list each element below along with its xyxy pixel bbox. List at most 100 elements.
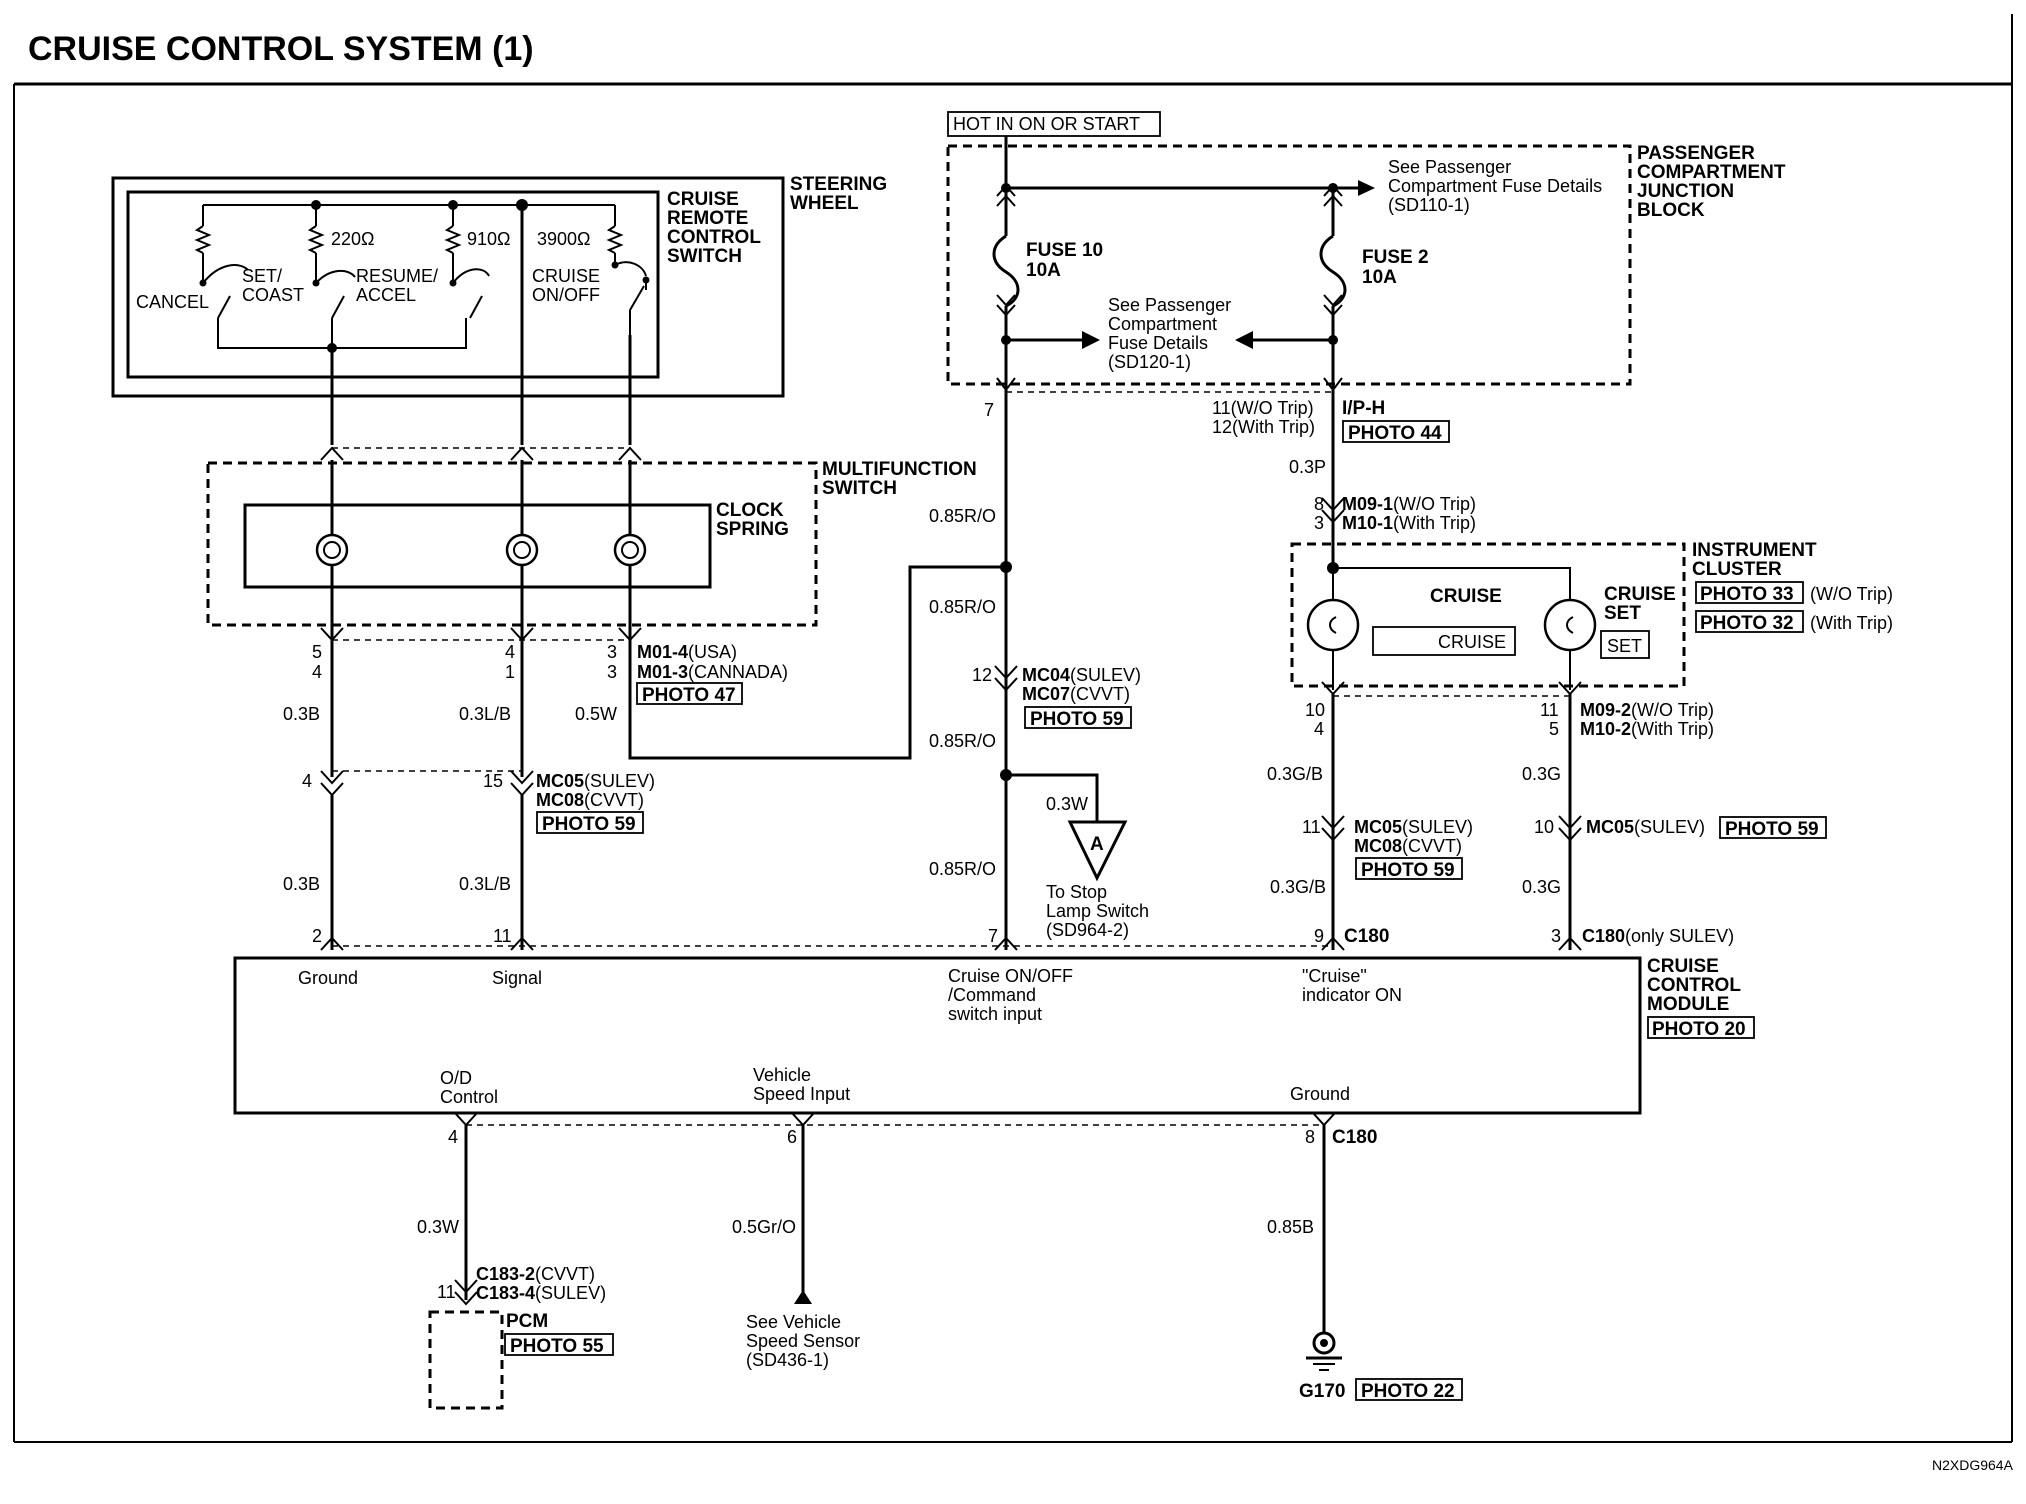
- cluster-label-2: CLUSTER: [1692, 559, 1782, 580]
- steering-wheel-label-1: STEERING: [790, 174, 887, 195]
- arrow-right-icon: [1082, 331, 1100, 349]
- cruise-onoff-switch-blade: [629, 285, 645, 311]
- mfs-pin-5: 5: [312, 642, 322, 662]
- ccm-c180: C180: [1344, 926, 1389, 947]
- see-sd110-1: See Passenger: [1388, 157, 1511, 177]
- module-od-1: O/D: [440, 1068, 472, 1088]
- cruise-onoff-label-2: ON/OFF: [532, 285, 600, 305]
- c183-4-connector: C183-4: [476, 1283, 535, 1303]
- set-display-box: [1600, 630, 1650, 659]
- wire-signal-upper: 0.3L/B: [459, 704, 511, 724]
- set-display: SET: [1607, 636, 1642, 656]
- clock-spring-label-1: CLOCK: [716, 500, 784, 521]
- m10-pin: 3: [1314, 513, 1324, 533]
- mfs-pin-4: 4: [312, 662, 322, 682]
- pcm-pin: 11: [437, 1282, 456, 1302]
- arrow-up-icon: [794, 1290, 812, 1304]
- photo-44: PHOTO 44: [1348, 423, 1442, 444]
- mc04-photo: PHOTO 59: [1030, 709, 1124, 730]
- steering-wheel-label-2: WHEEL: [790, 193, 859, 214]
- figure-code: N2XDG964A: [1932, 1457, 2014, 1473]
- mfs-pin-3b: 3: [607, 662, 617, 682]
- mc05-set-connector: MC05: [1586, 817, 1634, 837]
- vss-text-3: (SD436-1): [746, 1350, 829, 1370]
- mfs-pin-1: 1: [505, 662, 515, 682]
- cancel-label: CANCEL: [136, 292, 209, 312]
- fuse2-rating: 10A: [1362, 267, 1397, 288]
- cancel-switch-blade: [217, 295, 231, 319]
- photo-20-box: [1647, 1016, 1755, 1039]
- ccm-c180-sulev: C180: [1582, 926, 1625, 946]
- mc05-set-photo: PHOTO 59: [1725, 819, 1819, 840]
- stop-lamp-text-3: (SD964-2): [1046, 920, 1129, 940]
- mc05-ground-pin: 4: [302, 771, 312, 791]
- resume-label-1: RESUME/: [356, 266, 438, 286]
- mfs-pin-4b: 4: [505, 642, 515, 662]
- see-sd120-1: See Passenger: [1108, 295, 1231, 315]
- photo-59-box: [536, 811, 644, 834]
- remote-switch-label-1: CRUISE: [667, 189, 739, 210]
- pcm-outline: [428, 1310, 504, 1410]
- iph-pin-12: 12(With Trip): [1212, 417, 1315, 437]
- wire-vss: 0.5Gr/O: [732, 1217, 796, 1237]
- wire-set-lower: 0.3G: [1522, 877, 1561, 897]
- multifunction-label-2: SWITCH: [822, 478, 897, 499]
- wire-od: 0.3W: [417, 1217, 459, 1237]
- mc07-connector: MC07: [1022, 684, 1070, 704]
- iph-connector: I/P-H: [1342, 398, 1385, 419]
- photo-32: PHOTO 32: [1700, 613, 1794, 634]
- photo-32-suffix: (With Trip): [1810, 613, 1893, 633]
- wire-ground-upper: 0.3B: [283, 704, 320, 724]
- svg-text:MC07(CVVT): MC07(CVVT): [1022, 684, 1130, 704]
- remote-switch-label-2: REMOTE: [667, 208, 748, 229]
- module-onoff-2: /Command: [948, 985, 1036, 1005]
- wire-feed-3: 0.85R/O: [929, 731, 996, 751]
- wire-ind-upper: 0.3G/B: [1267, 764, 1323, 784]
- svg-text:MC05(SULEV): MC05(SULEV): [536, 771, 655, 791]
- svg-text:M10-1(With Trip): M10-1(With Trip): [1342, 513, 1476, 533]
- photo-33: PHOTO 33: [1700, 584, 1794, 605]
- cruise-remote-control-switch-outline: [126, 190, 660, 379]
- clock-spring-outline: [243, 503, 712, 589]
- clock-spring-coil-icon: [613, 533, 647, 567]
- ccm-pin-9: 9: [1314, 926, 1324, 946]
- module-label-3: MODULE: [1647, 994, 1729, 1015]
- pcm-photo: PHOTO 55: [510, 1336, 604, 1357]
- hot-label: HOT IN ON OR START: [953, 114, 1140, 134]
- hot-label-box: [947, 111, 1161, 137]
- photo-59-box: [1719, 816, 1827, 839]
- module-indicator-1: "Cruise": [1302, 966, 1367, 986]
- wire-gnd: 0.85B: [1267, 1217, 1314, 1237]
- mc08-left-connector: MC08: [536, 790, 584, 810]
- photo-47-box: [636, 682, 743, 705]
- cruise-onoff-label-1: CRUISE: [532, 266, 600, 286]
- pcm-label: PCM: [506, 1311, 548, 1332]
- photo-22-box: [1355, 1378, 1463, 1401]
- cancel-switch-arc: [202, 264, 249, 284]
- m01-4-connector: M01-4: [637, 642, 688, 662]
- page-title: CRUISE CONTROL SYSTEM (1): [28, 30, 534, 68]
- mc05-right-connector: MC05: [1354, 817, 1402, 837]
- module-onoff-1: Cruise ON/OFF: [948, 966, 1073, 986]
- cruise-indicator-lamp-icon: [1306, 598, 1360, 652]
- fuse2-label: FUSE 2: [1362, 247, 1429, 268]
- module-label-2: CONTROL: [1647, 975, 1741, 996]
- module-od-2: Control: [440, 1087, 498, 1107]
- c183-2-connector: C183-2: [476, 1264, 535, 1284]
- fuse10-label: FUSE 10: [1026, 240, 1103, 261]
- mc04-pin: 12: [972, 665, 992, 685]
- ccm-pin-2: 2: [312, 926, 322, 946]
- photo-44-box: [1342, 420, 1450, 443]
- wire-signal-lower: 0.3L/B: [459, 874, 511, 894]
- wire-cluster-feed: 0.3P: [1289, 457, 1326, 477]
- svg-text:MC04(SULEV): MC04(SULEV): [1022, 665, 1141, 685]
- fuse-2-icon: [1319, 234, 1347, 308]
- cluster-set-pin-11: 11: [1540, 700, 1559, 720]
- photo-32-box: [1695, 610, 1804, 633]
- svg-text:C180(only SULEV): C180(only SULEV): [1582, 926, 1734, 946]
- onoff-wire: [628, 565, 1006, 760]
- svg-text:MC08(CVVT): MC08(CVVT): [536, 790, 644, 810]
- module-vss-2: Speed Input: [753, 1084, 850, 1104]
- photo-47: PHOTO 47: [642, 685, 736, 706]
